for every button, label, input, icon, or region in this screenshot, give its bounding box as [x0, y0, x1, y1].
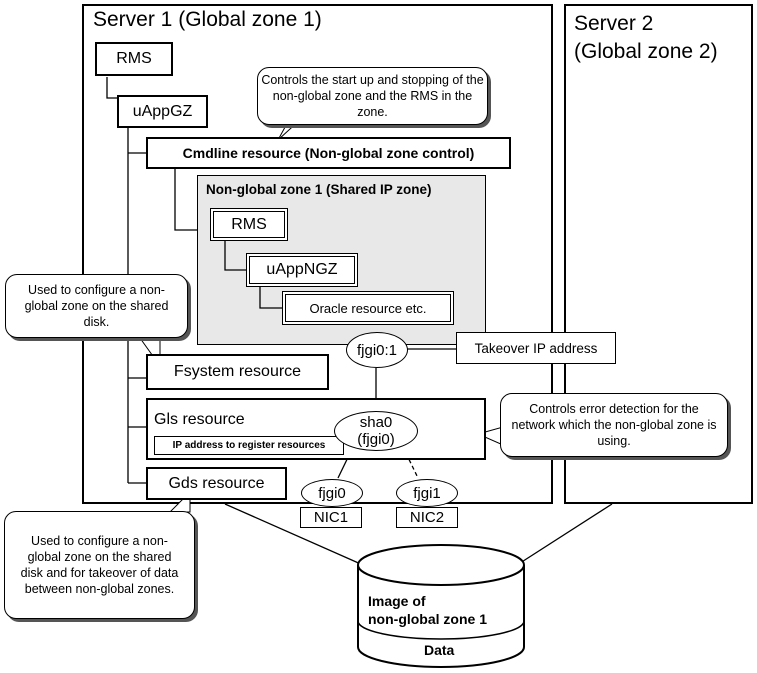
gds-resource: Gds resource [146, 467, 287, 500]
sha0-sub-label: (fjgi0) [357, 431, 395, 448]
rms-global-label: RMS [116, 50, 152, 67]
fjgi1-label: fjgi1 [413, 484, 441, 502]
uappgz-node: uAppGZ [117, 95, 208, 128]
callout-gls: Controls error detection for the network… [500, 393, 728, 457]
server2-title: Server 2 (Global zone 2) [574, 10, 718, 66]
rms-ngz-label: RMS [231, 215, 267, 233]
callout-start-stop: Controls the start up and stopping of th… [257, 67, 488, 125]
sha0-label: sha0 [359, 414, 393, 431]
ngz-title: Non-global zone 1 (Shared IP zone) [206, 182, 432, 197]
server2-title-line2: (Global zone 2) [574, 40, 718, 63]
fjgi0-interface: fjgi0 [301, 479, 363, 507]
disk-label-line1: Image of [368, 593, 426, 609]
callout-start-stop-text: Controls the start up and stopping of th… [261, 73, 484, 119]
fsystem-label: Fsystem resource [173, 363, 302, 380]
nic1-box: NIC1 [300, 507, 362, 528]
nic2-label: NIC2 [409, 509, 445, 526]
server2-title-line1: Server 2 [574, 12, 654, 35]
oracle-resource: Oracle resource etc. [282, 291, 454, 325]
callout-gds: Used to configure a non-global zone on t… [4, 511, 195, 619]
disk-label-line2: non-global zone 1 [368, 611, 487, 627]
sha0-interface: sha0 (fjgi0) [334, 411, 418, 451]
fjgi01-label: fjgi0:1 [356, 341, 398, 359]
gds-label: Gds resource [168, 474, 265, 492]
gls-resource: Gls resource IP address to register reso… [146, 398, 486, 460]
rms-ngz-node: RMS [210, 208, 288, 241]
takeover-ip-label: Takeover IP address [474, 340, 598, 356]
cmdline-label: Cmdline resource (Non-global zone contro… [182, 145, 475, 161]
uappngz-label: uAppNGZ [266, 261, 338, 278]
server1-title: Server 1 (Global zone 1) [93, 8, 322, 31]
gls-label: Gls resource [154, 411, 245, 428]
shared-disk [357, 544, 525, 668]
callout-fsystem-text: Used to configure a non-global zone on t… [24, 283, 169, 329]
uappgz-label: uAppGZ [132, 102, 193, 120]
callout-gls-text: Controls error detection for the network… [511, 402, 717, 448]
gls-ip-box: IP address to register resources [154, 436, 344, 455]
takeover-ip-box: Takeover IP address [456, 332, 616, 364]
fsystem-resource: Fsystem resource [146, 354, 329, 390]
uappngz-node: uAppNGZ [246, 253, 358, 287]
fjgi1-interface: fjgi1 [396, 479, 458, 507]
disk-label: Image of non-global zone 1 [368, 592, 487, 628]
nic1-label: NIC1 [313, 509, 349, 526]
disk-data-label: Data [424, 642, 455, 658]
fjgi0-label: fjgi0 [318, 484, 346, 502]
oracle-label: Oracle resource etc. [309, 300, 427, 316]
rms-global-node: RMS [95, 42, 173, 76]
callout-gds-text: Used to configure a non-global zone on t… [20, 534, 179, 596]
nic2-box: NIC2 [396, 507, 458, 528]
gls-ip-label: IP address to register resources [172, 440, 326, 451]
cmdline-resource: Cmdline resource (Non-global zone contro… [146, 137, 511, 169]
fjgi01-interface: fjgi0:1 [346, 332, 408, 368]
callout-fsystem: Used to configure a non-global zone on t… [5, 274, 188, 338]
